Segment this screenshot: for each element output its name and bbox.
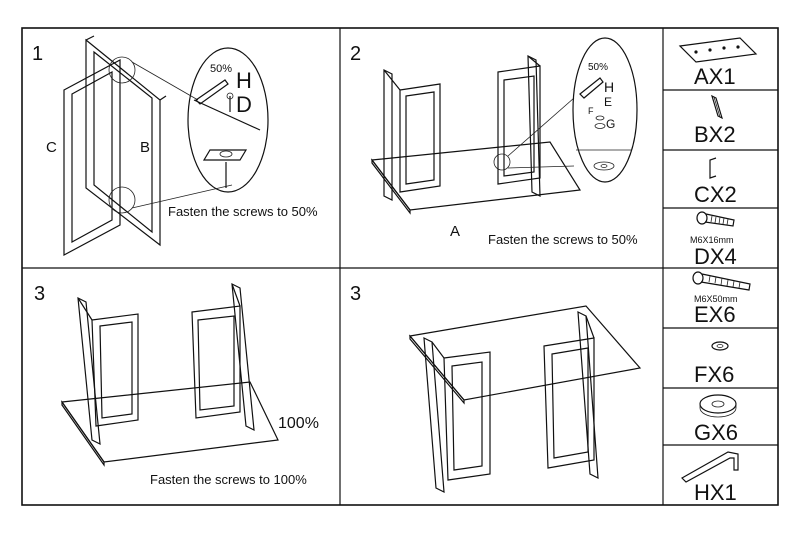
frame-c (63, 58, 121, 257)
part-code: DX4 (694, 244, 737, 269)
label-c: C (46, 139, 57, 156)
detail-marker-top (108, 56, 136, 84)
label-b: B (140, 139, 150, 156)
allen-key-icon (195, 79, 229, 105)
large-washer-icon (699, 394, 737, 418)
frame-b (85, 35, 167, 247)
step-number: 2 (350, 43, 361, 65)
part-code: AX1 (694, 64, 736, 89)
step-3-panel-left: 3 100% Fasten the screws to 100% (34, 282, 319, 487)
part-code: CX2 (694, 182, 737, 207)
percent-label: 50% (588, 62, 608, 73)
step-number: 3 (34, 283, 45, 305)
part-code: BX2 (694, 122, 736, 147)
channel-bracket-icon (709, 157, 717, 179)
part-spec: M6X50mm (694, 294, 738, 304)
percent-label: 100% (278, 415, 319, 432)
detail-marker-bottom (108, 186, 136, 214)
step-number: 3 (350, 283, 361, 305)
part-code: EX6 (694, 302, 736, 327)
step-caption: Fasten the screws to 100% (150, 472, 307, 487)
mounting-plate-icon (678, 37, 758, 63)
percent-label: 50% (210, 63, 232, 75)
long-screw-icon (692, 271, 751, 291)
screw-label-h: H (604, 79, 614, 95)
step-3-panel-right: 3 (350, 283, 642, 494)
zoom-detail-1 (187, 47, 269, 193)
right-leg-frame (543, 310, 599, 480)
step-2-panel: 2 50% H (350, 37, 638, 247)
table-top-a (370, 141, 582, 211)
left-leg-frame (423, 336, 491, 494)
part-spec: M6X16mm (690, 235, 734, 245)
screw-label-d: D (236, 92, 252, 117)
part-code: HX1 (694, 480, 737, 505)
bracket-icon (711, 94, 723, 120)
left-frame (77, 296, 139, 446)
zoom-detail-2 (572, 37, 638, 183)
screw-label-f: F (588, 106, 594, 116)
step-number: 1 (32, 43, 43, 65)
part-code: GX6 (694, 420, 738, 445)
screw-label-e: E (604, 95, 612, 109)
screw-label-h: H (236, 68, 252, 93)
step-caption: Fasten the screws to 50% (488, 232, 638, 247)
small-washer-icon (711, 341, 729, 351)
right-frame (191, 282, 255, 432)
detail-marker (493, 153, 511, 171)
part-code: FX6 (694, 362, 734, 387)
allen-key-icon (681, 451, 739, 483)
short-screw-icon (696, 211, 735, 227)
step-1-panel: 1 C B 50% H (32, 35, 318, 257)
screw-label-g: G (606, 117, 615, 131)
right-frame (497, 55, 541, 197)
panel-grid (21, 27, 779, 506)
left-frame (383, 69, 441, 201)
parts-list: AX1 BX2 CX2 M6X16mm DX4 M6X50mm EX6 (678, 37, 758, 505)
step-caption: Fasten the screws to 50% (168, 204, 318, 219)
label-a: A (450, 223, 460, 240)
